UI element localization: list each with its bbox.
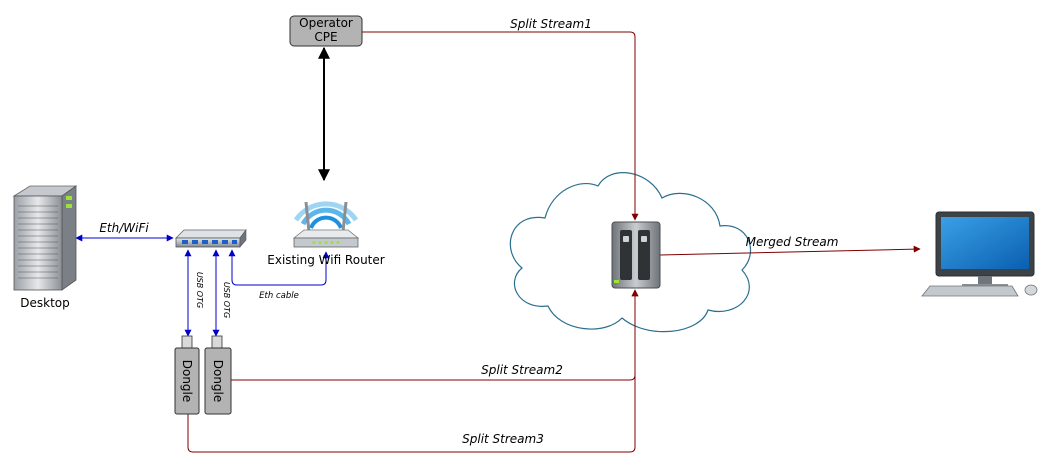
dongle-2-label: Dongle xyxy=(211,360,225,403)
operator-cpe-line2: CPE xyxy=(314,30,337,44)
wifi-router-icon xyxy=(292,201,360,248)
operator-cpe-line1: Operator xyxy=(299,16,353,30)
desktop-computer-icon xyxy=(921,211,1038,297)
split-stream-1-line xyxy=(362,31,639,221)
nas-server-icon xyxy=(611,221,661,289)
desktop-label: Desktop xyxy=(20,296,70,310)
merged-stream-label: Merged Stream xyxy=(746,235,839,249)
dongle-1: Dongle xyxy=(174,335,200,415)
server-tower-icon xyxy=(12,185,78,291)
usb-otg-label-2: USB OTG xyxy=(222,282,231,318)
operator-cpe-node: Operator CPE xyxy=(289,15,363,47)
eth-wifi-label: Eth/WiFi xyxy=(99,221,149,235)
dongle-1-label: Dongle xyxy=(180,360,194,403)
split-stream-1-label: Split Stream1 xyxy=(510,17,592,31)
eth-cable-link xyxy=(228,249,330,286)
split-stream-2-label: Split Stream2 xyxy=(481,363,563,377)
network-switch-icon xyxy=(175,229,247,248)
router-label: Existing Wifi Router xyxy=(267,253,384,267)
split-stream-3-label: Split Stream3 xyxy=(462,432,544,446)
split-stream-3-line xyxy=(187,289,639,453)
usb-otg-label-1: USB OTG xyxy=(195,272,204,308)
merged-stream-line xyxy=(659,245,921,256)
dongle-2: Dongle xyxy=(204,335,232,415)
eth-cable-label: Eth cable xyxy=(259,291,299,301)
